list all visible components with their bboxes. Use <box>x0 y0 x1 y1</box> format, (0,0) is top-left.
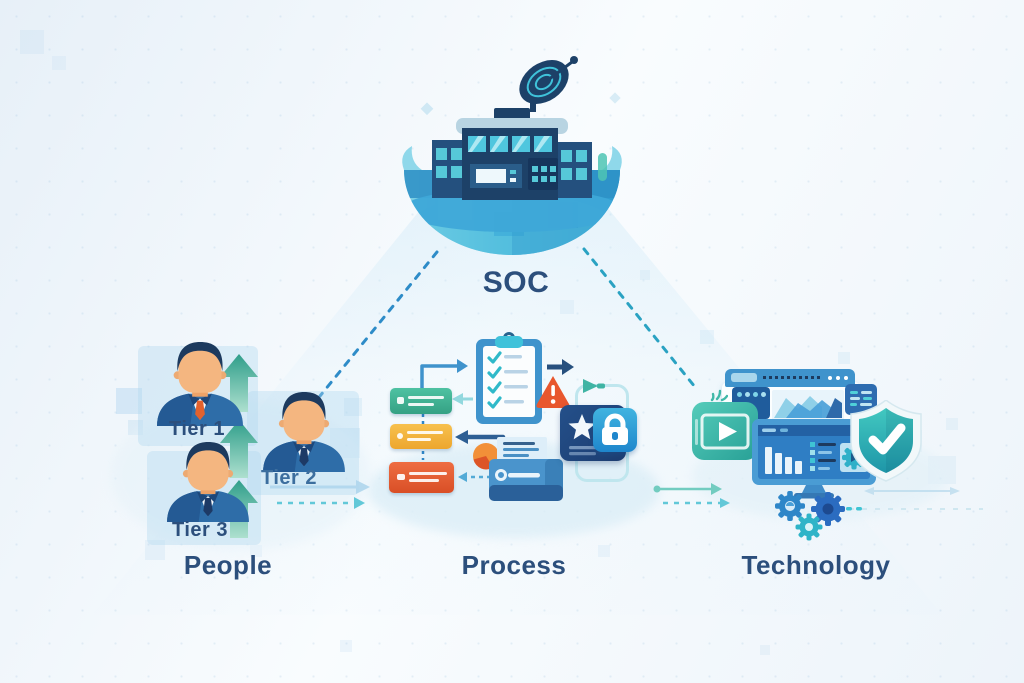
bar-chart-icon <box>765 447 802 474</box>
tier3-label: Tier 3 <box>172 519 228 541</box>
shield-check-icon <box>850 400 922 482</box>
technology-label: Technology <box>741 550 891 580</box>
window-dot <box>844 376 848 380</box>
window-dot <box>836 376 840 380</box>
tier2-label: Tier 2 <box>261 467 317 489</box>
sparkle-icon <box>710 389 728 402</box>
people-label: People <box>183 550 273 580</box>
chat-box-icon <box>845 384 877 421</box>
soc-hub-label: SOC <box>482 266 550 299</box>
flow-step-red <box>389 462 454 493</box>
window-dot <box>828 376 832 380</box>
soc-building-icon <box>402 56 622 255</box>
tier1-analyst-avatar <box>157 342 243 426</box>
tier3-analyst-avatar <box>167 442 249 522</box>
warning-icon <box>536 376 570 408</box>
flow-step-green <box>390 388 452 414</box>
deco-pill <box>598 153 607 181</box>
url-pill <box>731 373 757 382</box>
deco-diamond <box>420 102 434 116</box>
flow-step-yellow <box>390 424 452 449</box>
tier2-analyst-avatar <box>263 392 345 472</box>
address-text-line <box>763 376 821 379</box>
windows-wings <box>436 148 587 180</box>
printer-icon <box>489 437 563 501</box>
video-player-icon <box>692 402 758 460</box>
area-chart-icon <box>772 390 844 420</box>
deco-diamond <box>609 92 621 104</box>
browser-toolbar <box>725 369 855 387</box>
lock-badge-icon <box>593 408 637 452</box>
screen-checklist <box>810 442 836 471</box>
process-label: Process <box>461 550 567 580</box>
tier1-label: Tier 1 <box>169 418 225 440</box>
satellite-dish-icon <box>519 56 578 112</box>
gears-icon <box>775 491 862 541</box>
clipboard-checklist-icon <box>476 332 542 424</box>
funnel-icon <box>583 379 605 393</box>
monitor-dashboard-icon <box>752 419 876 499</box>
building <box>432 108 592 200</box>
